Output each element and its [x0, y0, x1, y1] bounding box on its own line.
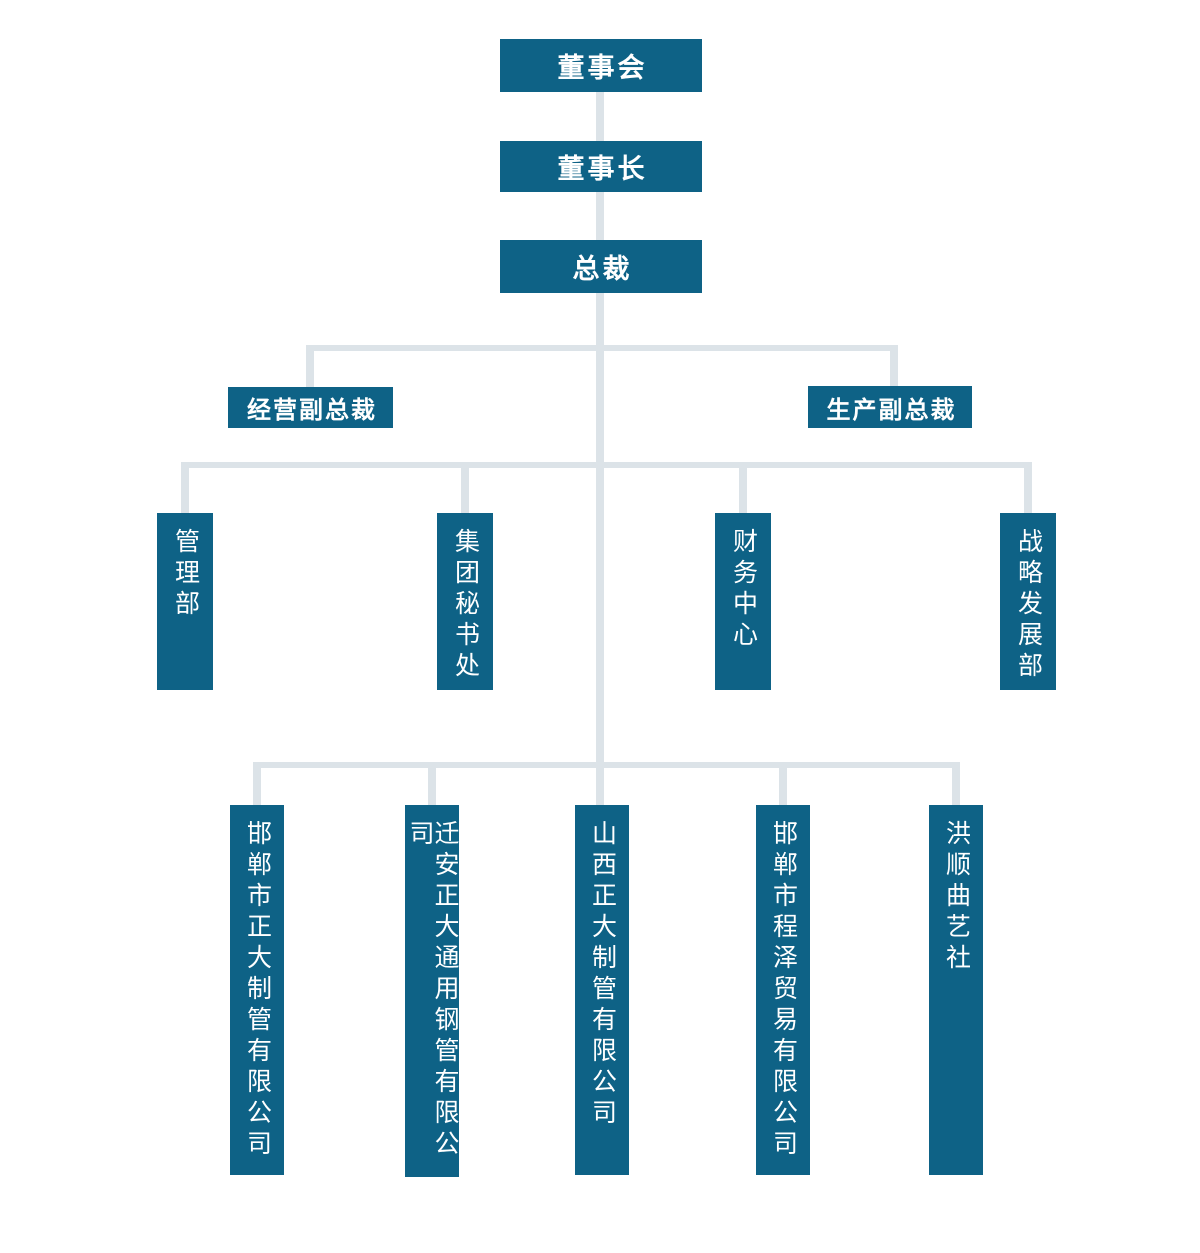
- org-node-chairman: 董事长: [500, 141, 702, 192]
- org-node-board: 董事会: [500, 39, 702, 92]
- connector-dept-4-drop: [1024, 462, 1032, 513]
- connector-vp-production-drop: [890, 345, 898, 386]
- connector-chairman-president: [596, 192, 604, 240]
- org-node-subsidiary-handan-zhengda-pipe: 邯郸市正大制管有限公司: [230, 805, 284, 1175]
- connector-subsidiary-1-drop: [253, 762, 261, 805]
- org-node-president: 总裁: [500, 240, 702, 293]
- org-node-dept-group-secretariat: 集团秘书处: [437, 513, 493, 690]
- org-node-label: 迁安正大通用钢管有限公司: [406, 820, 459, 1161]
- org-node-dept-finance-center: 财务中心: [715, 513, 771, 690]
- org-node-label: 邯郸市程泽贸易有限公司: [769, 820, 798, 1161]
- org-node-label: 洪顺曲艺社: [942, 820, 971, 975]
- org-node-subsidiary-handan-chengze-trading: 邯郸市程泽贸易有限公司: [756, 805, 810, 1175]
- connector-board-chairman: [596, 92, 604, 141]
- connector-subsidiary-5-drop: [952, 762, 960, 805]
- org-node-subsidiary-shanxi-zhengda-pipe: 山西正大制管有限公司: [575, 805, 629, 1175]
- connector-dept-1-drop: [181, 462, 189, 513]
- connector-subsidiary-4-drop: [779, 768, 787, 805]
- connector-vp-operations-drop: [306, 345, 314, 387]
- connector-dept-2-drop: [461, 468, 469, 513]
- org-node-subsidiary-qianan-zhengda-steel-pipe: 迁安正大通用钢管有限公司: [405, 805, 459, 1177]
- connector-dept-horizontal: [181, 462, 1032, 468]
- connector-dept-3-drop: [739, 468, 747, 513]
- org-node-subsidiary-hongshun-quyi-club: 洪顺曲艺社: [929, 805, 983, 1175]
- connector-president-trunk: [596, 293, 604, 805]
- connector-subsidiary-2-drop: [428, 768, 436, 805]
- org-node-label: 战略发展部: [1014, 528, 1043, 683]
- org-node-label: 集团秘书处: [451, 528, 480, 683]
- org-node-label: 山西正大制管有限公司: [588, 820, 617, 1130]
- org-node-dept-strategic-development: 战略发展部: [1000, 513, 1056, 690]
- org-node-label: 管理部: [171, 528, 200, 621]
- org-node-label: 邯郸市正大制管有限公司: [243, 820, 272, 1161]
- connector-vp-horizontal: [306, 345, 898, 351]
- org-node-label: 财务中心: [729, 528, 758, 652]
- org-node-dept-management: 管理部: [157, 513, 213, 690]
- org-node-vp-production: 生产副总裁: [808, 386, 972, 428]
- org-node-vp-operations: 经营副总裁: [228, 387, 393, 428]
- connector-subsidiary-horizontal: [253, 762, 960, 768]
